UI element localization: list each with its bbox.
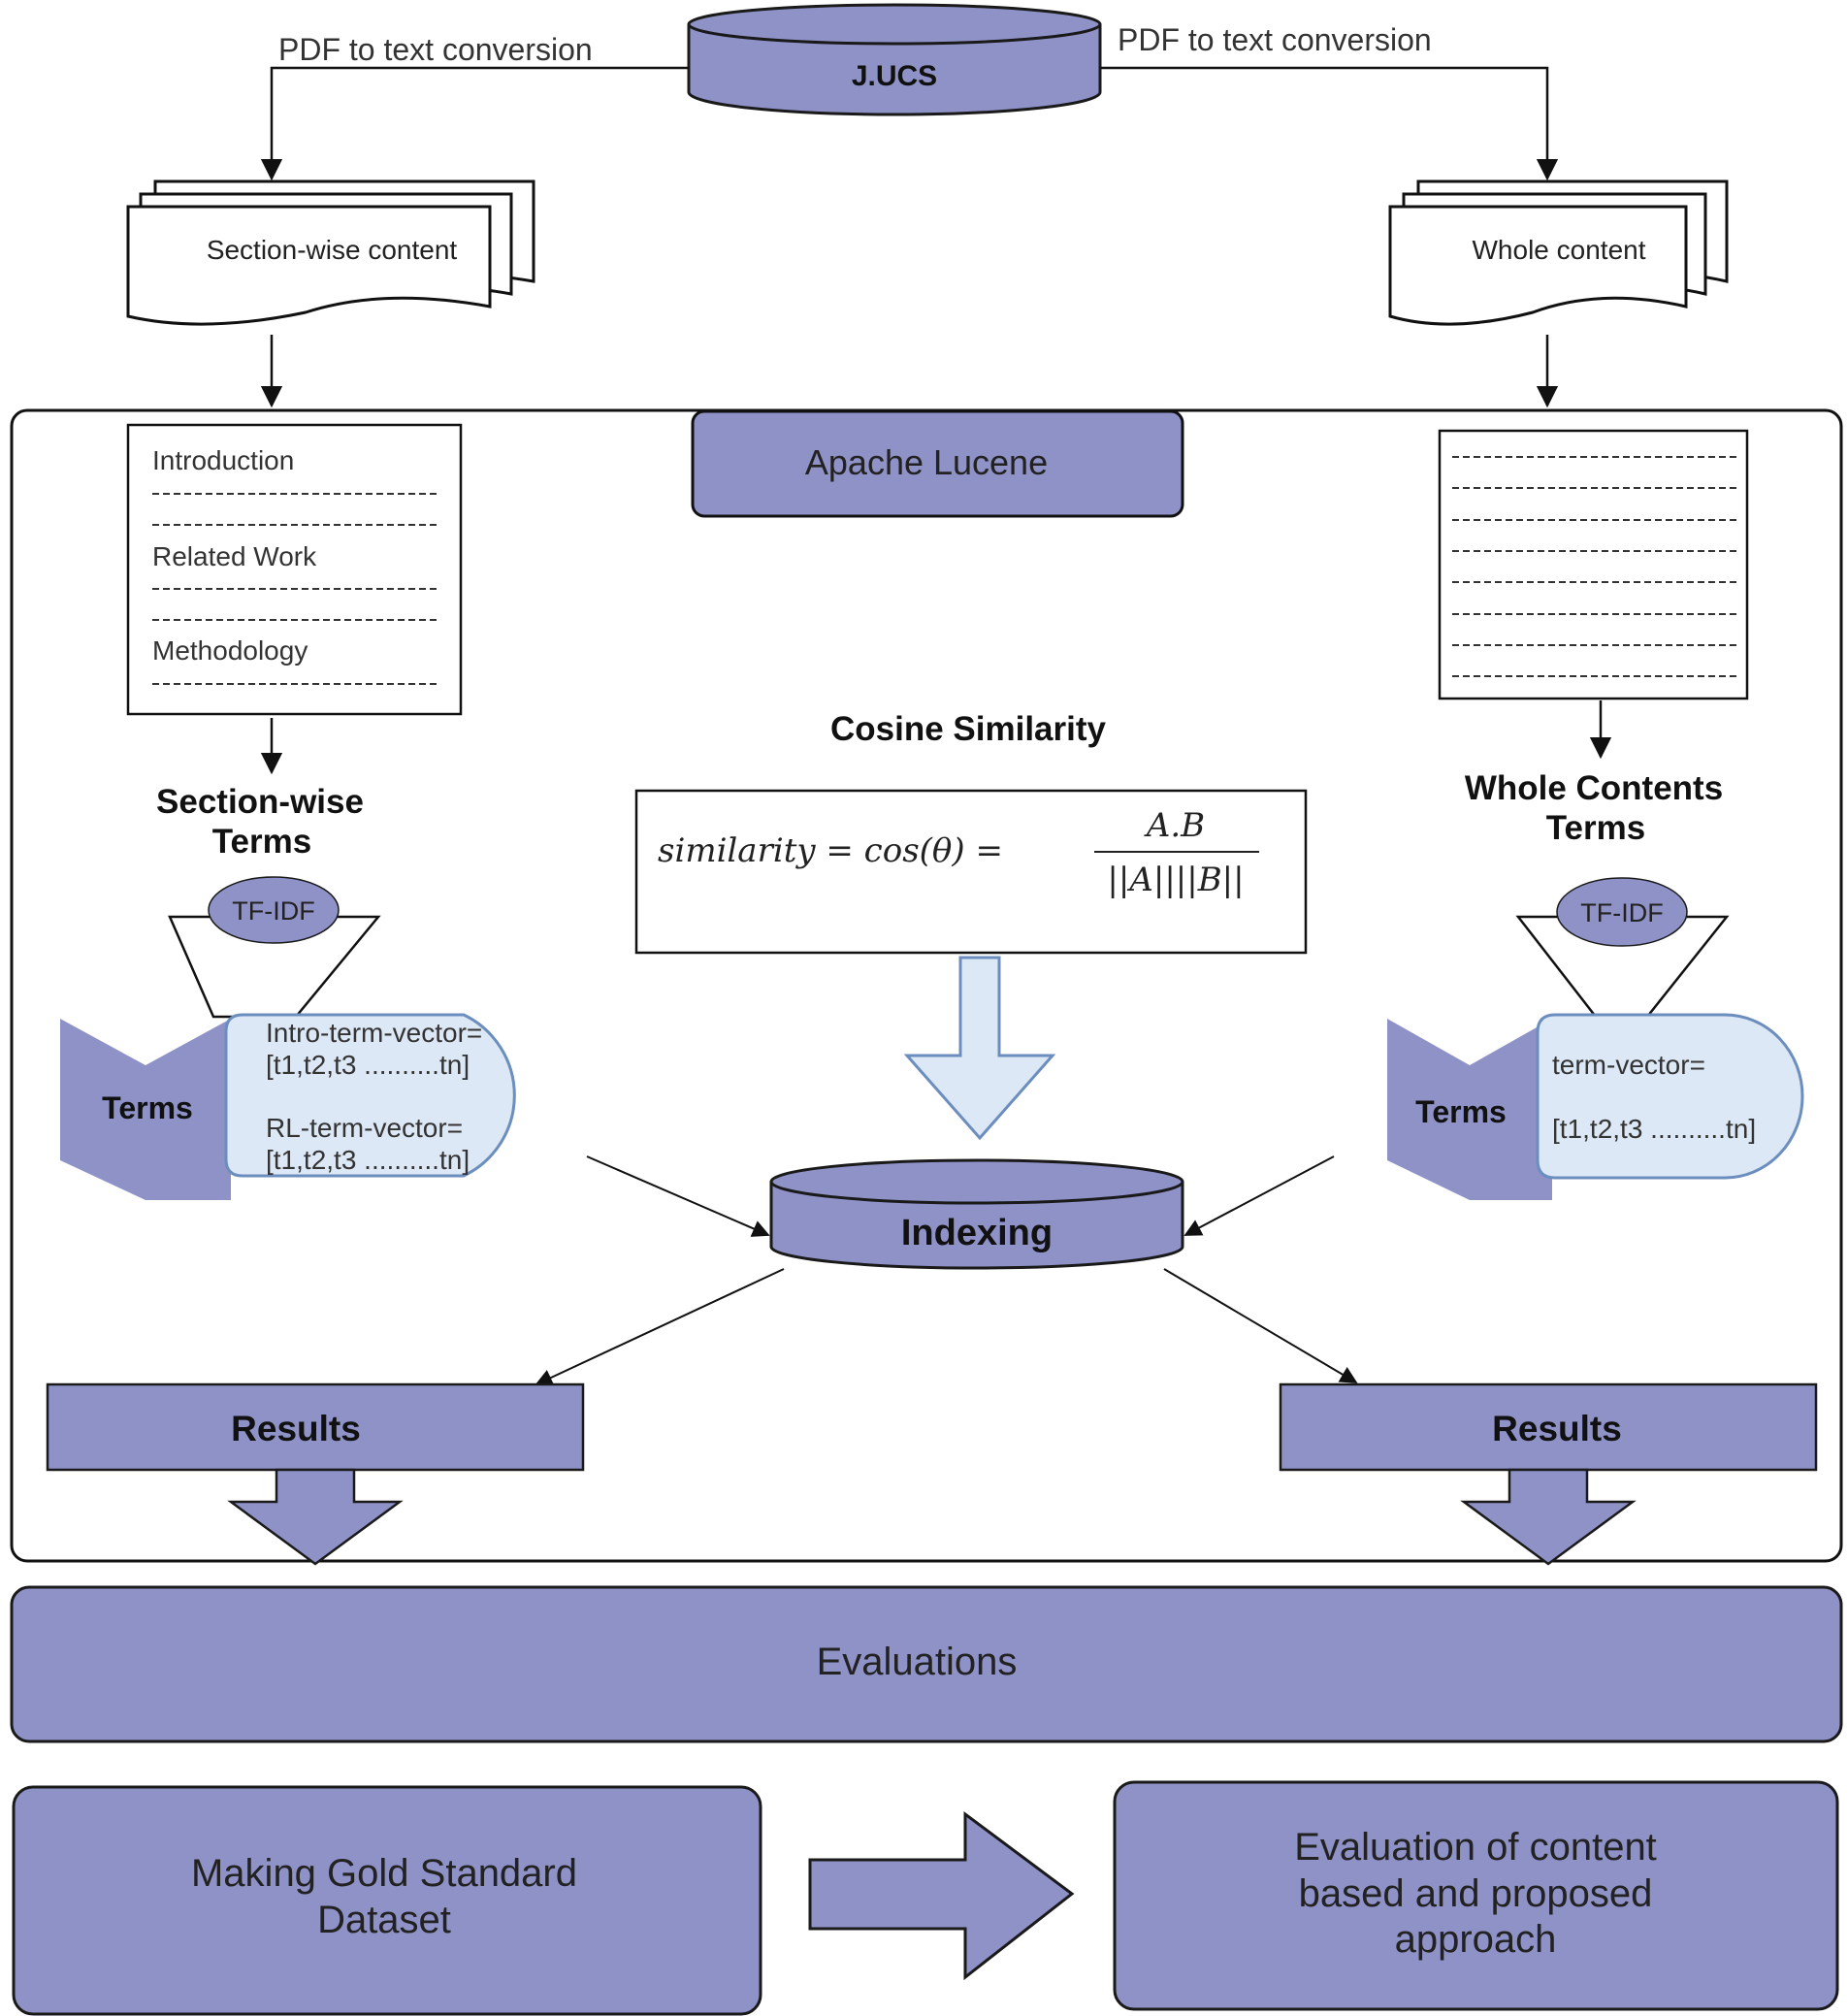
formula-box: similarity = cos(θ) = A.B ||A||||B||	[634, 789, 1308, 955]
term-vector-value: [t1,t2,t3 ..........tn]	[1552, 1114, 1756, 1144]
term-vector-label: term-vector=	[1552, 1050, 1705, 1080]
rl-term-vector-value: [t1,t2,t3 ..........tn]	[266, 1145, 470, 1175]
section-related-work: Related Work	[152, 541, 317, 571]
apache-lucene-label: Apache Lucene	[805, 442, 1048, 482]
right-conversion-arrow	[1100, 66, 1559, 181]
jucs-label: J.UCS	[852, 60, 937, 92]
formula-numerator: A.B	[1144, 806, 1205, 845]
conversion-connectors: PDF to text conversion PDF to text conve…	[260, 22, 1559, 181]
left-vector-card	[224, 1013, 516, 1178]
left-terms-group: Terms Intro-term-vector= [t1,t2,t3 .....…	[60, 1013, 516, 1200]
apache-lucene-box: Apache Lucene	[691, 409, 1184, 518]
whole-content-docs: Whole content	[1388, 179, 1729, 326]
gold-standard-box: Making Gold Standard Dataset	[12, 1785, 762, 2016]
sections-document: Introduction Related Work Methodology	[126, 423, 463, 716]
left-tfidf-funnel: TF-IDF	[168, 876, 381, 1019]
evaluation-approach-line-3: approach	[1395, 1918, 1557, 1961]
whole-contents-terms-title-2: Terms	[1546, 809, 1645, 847]
left-terms-label: Terms	[102, 1090, 193, 1125]
evaluation-approach-box: Evaluation of content based and proposed…	[1113, 1780, 1839, 2011]
indexing-label: Indexing	[901, 1213, 1053, 1253]
evaluations-label: Evaluations	[817, 1641, 1018, 1683]
whole-document	[1438, 429, 1749, 700]
right-terms-label: Terms	[1415, 1094, 1507, 1129]
left-results-down-arrow	[227, 1468, 404, 1566]
left-results: Results	[46, 1382, 585, 1566]
whole-content-label: Whole content	[1473, 235, 1646, 265]
evaluations-box: Evaluations	[10, 1585, 1843, 1743]
jucs-database: J.UCS	[687, 3, 1102, 116]
section-wise-content-docs: Section-wise content	[126, 179, 535, 326]
right-results: Results	[1279, 1382, 1818, 1566]
gold-to-evaluation-arrow	[808, 1811, 1075, 1981]
section-wise-terms-title-2: Terms	[212, 823, 311, 861]
section-methodology: Methodology	[152, 635, 308, 666]
section-introduction: Introduction	[152, 445, 294, 475]
right-results-down-arrow	[1460, 1468, 1637, 1566]
formula-denominator: ||A||||B||	[1107, 861, 1244, 899]
evaluation-approach-line-2: based and proposed	[1299, 1872, 1653, 1915]
indexing-database: Indexing	[769, 1158, 1184, 1270]
left-vectors-to-indexing-arrow	[586, 1155, 770, 1237]
section-wise-content-label: Section-wise content	[207, 235, 458, 265]
evaluation-approach-line-1: Evaluation of content	[1294, 1826, 1657, 1869]
formula-to-indexing-arrow	[903, 956, 1056, 1141]
intro-term-vector-label: Intro-term-vector=	[266, 1018, 482, 1048]
right-results-label: Results	[1492, 1409, 1622, 1448]
left-terms-shape	[60, 1019, 231, 1200]
right-vectors-to-indexing-arrow	[1183, 1155, 1335, 1236]
right-tfidf-funnel: TF-IDF	[1515, 877, 1730, 1019]
section-wise-terms-title-1: Section-wise	[156, 783, 364, 821]
right-vector-card	[1536, 1013, 1804, 1180]
gold-standard-line-1: Making Gold Standard	[191, 1852, 577, 1895]
rl-term-vector-label: RL-term-vector=	[266, 1113, 463, 1143]
right-tfidf-label: TF-IDF	[1580, 898, 1663, 927]
gold-standard-line-2: Dataset	[317, 1899, 451, 1941]
right-conversion-label: PDF to text conversion	[1118, 22, 1432, 57]
indexing-to-left-results-arrow	[535, 1268, 785, 1386]
left-tfidf-label: TF-IDF	[232, 896, 314, 926]
formula-lhs: similarity = cos(θ) =	[658, 831, 1003, 870]
intro-term-vector-value: [t1,t2,t3 ..........tn]	[266, 1050, 470, 1080]
cosine-similarity-title: Cosine Similarity	[830, 710, 1107, 748]
whole-contents-terms-title-1: Whole Contents	[1465, 769, 1723, 807]
left-conversion-arrow	[260, 66, 689, 181]
left-results-label: Results	[231, 1409, 361, 1448]
indexing-to-right-results-arrow	[1163, 1268, 1358, 1383]
right-terms-shape	[1387, 1019, 1552, 1200]
left-conversion-label: PDF to text conversion	[278, 32, 593, 67]
right-terms-group: Terms term-vector= [t1,t2,t3 ..........t…	[1387, 1013, 1804, 1200]
